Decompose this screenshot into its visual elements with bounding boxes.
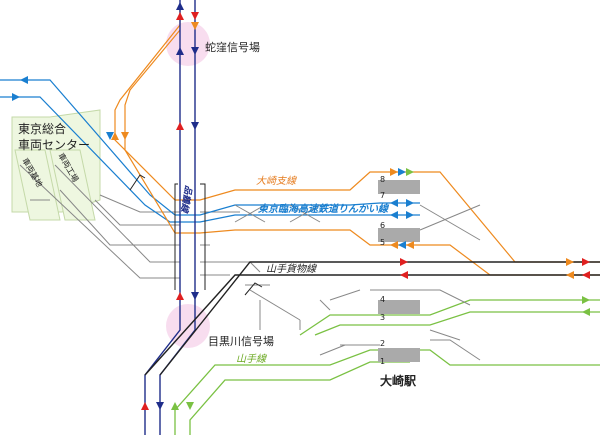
platform-5-6 bbox=[378, 228, 420, 242]
hebikubo-highlight bbox=[166, 22, 210, 66]
platform-number: 8 bbox=[380, 175, 385, 184]
vertical-line-label: 品鶴線 bbox=[178, 184, 194, 214]
osaki-branch-tracks bbox=[114, 10, 600, 276]
platform-number: 6 bbox=[380, 221, 385, 230]
osaki-branch-label: 大崎支線 bbox=[256, 175, 297, 187]
yamanote-freight-label: 山手貨物線 bbox=[266, 263, 317, 275]
platform-area-tracks bbox=[319, 289, 481, 361]
depot-shed-2 bbox=[49, 149, 96, 221]
bracket-marks bbox=[129, 174, 263, 296]
rinkai-label: 東京臨海高速鉄道りんかい線 bbox=[258, 203, 390, 215]
meguro-signal-label: 目黒川信号場 bbox=[208, 335, 274, 348]
depot-name-line1: 東京総合 bbox=[18, 121, 66, 136]
platform-7-8 bbox=[378, 180, 420, 194]
platform-number: 3 bbox=[380, 313, 385, 322]
depot-shed-1 bbox=[14, 149, 61, 221]
platform-number: 7 bbox=[380, 191, 385, 200]
platform-number: 5 bbox=[380, 238, 385, 247]
depot-tracks bbox=[19, 164, 240, 279]
yamanote-freight-tracks bbox=[144, 261, 600, 376]
platforms bbox=[378, 180, 420, 362]
direction-arrows bbox=[12, 2, 590, 410]
hebikubo-signal-label: 蛇窪信号場 bbox=[205, 40, 260, 54]
platform-1-2 bbox=[378, 348, 420, 362]
rinkai-tracks bbox=[0, 79, 420, 223]
yamanote-tracks bbox=[174, 299, 600, 435]
depot-name-line2: 車両センター bbox=[18, 138, 90, 152]
osaki-station-label: 大崎駅 bbox=[380, 373, 417, 388]
platform-number: 2 bbox=[380, 339, 385, 348]
yamanote-label: 山手線 bbox=[236, 353, 267, 365]
platform-number: 1 bbox=[380, 357, 385, 366]
platform-number: 4 bbox=[380, 295, 385, 304]
platform-3-4 bbox=[378, 300, 420, 314]
crossover-tracks bbox=[200, 204, 481, 330]
